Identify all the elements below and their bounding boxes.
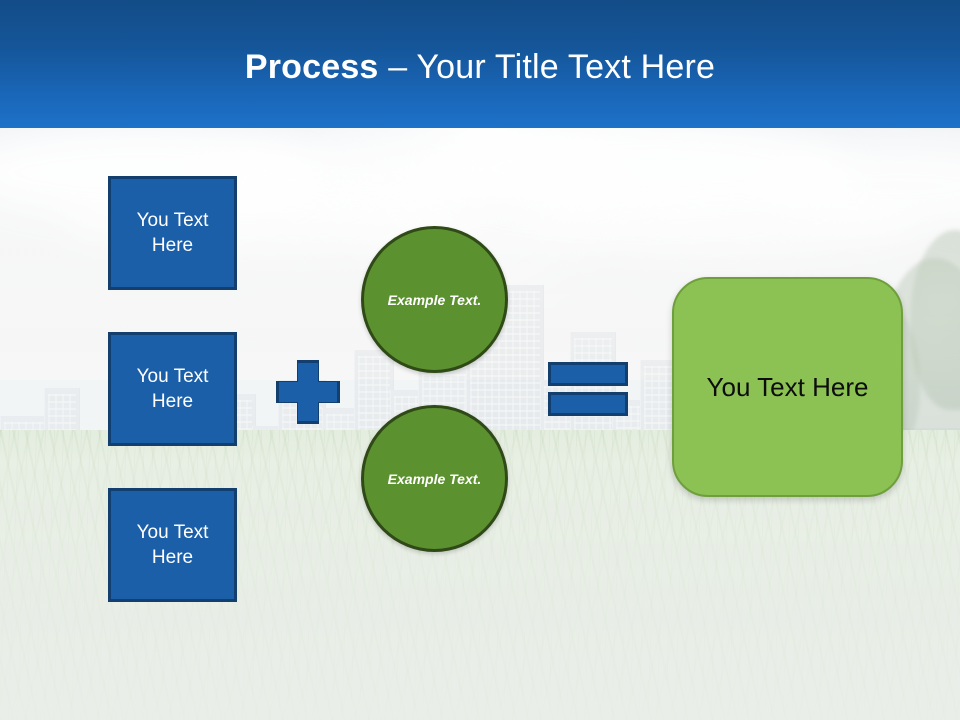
page-title-rest: Your Title Text Here xyxy=(416,48,716,86)
input-box-2-label: You Text Here xyxy=(136,366,209,412)
page-title-separator: – xyxy=(378,48,417,86)
slide-header-bar: Process – Your Title Text Here xyxy=(0,0,960,128)
result-box[interactable]: You Text Here xyxy=(672,277,903,497)
equals-icon-bar-bottom xyxy=(548,392,628,416)
example-circle-1-label: Example Text. xyxy=(387,291,482,308)
input-box-3-label: You Text Here xyxy=(136,522,209,568)
example-circle-1[interactable]: Example Text. xyxy=(361,226,508,373)
input-box-3[interactable]: You Text Here xyxy=(108,488,237,602)
input-box-2[interactable]: You Text Here xyxy=(108,332,237,446)
example-circle-2-label: Example Text. xyxy=(387,470,482,487)
input-box-1[interactable]: You Text Here xyxy=(108,176,237,290)
input-box-1-label: You Text Here xyxy=(136,210,209,256)
example-circle-2[interactable]: Example Text. xyxy=(361,405,508,552)
equals-icon xyxy=(548,360,628,416)
result-box-label: You Text Here xyxy=(706,372,869,402)
page-title: Process – Your Title Text Here xyxy=(0,47,960,87)
page-title-bold: Process xyxy=(244,48,379,86)
cloud-shape xyxy=(520,190,920,256)
equals-icon-bar-top xyxy=(548,362,628,386)
